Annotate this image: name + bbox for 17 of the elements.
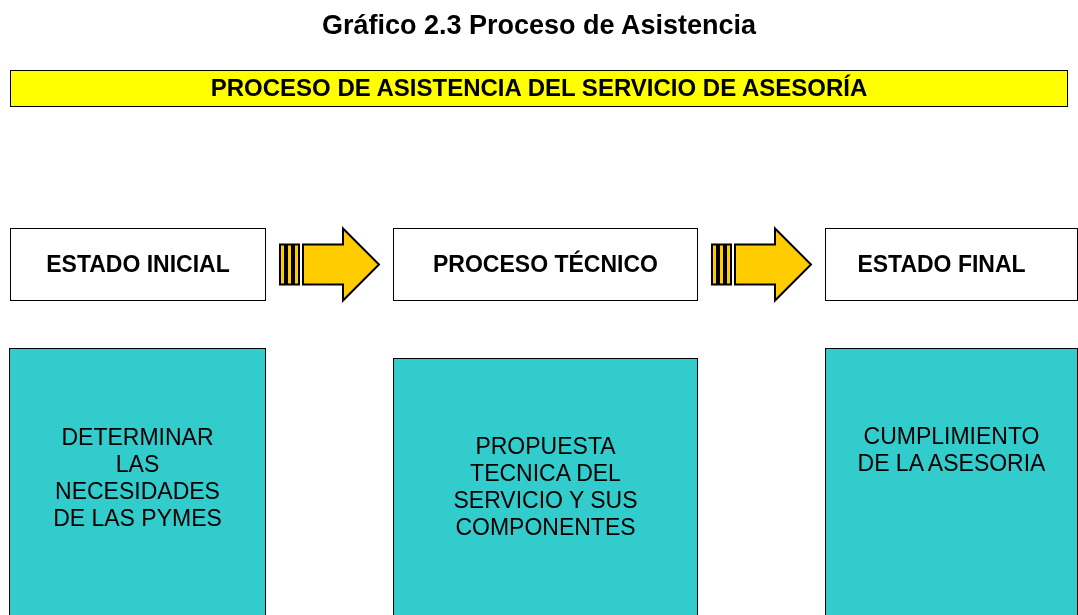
stage-box [10,228,266,301]
description-box [825,348,1078,615]
node-text: CUMPLIMIENTO DE LA ASESORIA [856,423,1047,477]
node-text: PROPUESTA TECNICA DEL SERVICIO Y SUS COMPONENTES [452,433,639,541]
node-text: DETERMINAR LAS NECESIDADES DE LAS PYMES [52,424,223,532]
diagram-title: Gráfico 2.3 Proceso de Asistencia [320,10,758,41]
node-text: ESTADO FINAL [857,251,1026,278]
stage-box [393,228,698,301]
stage-box [825,228,1078,301]
block-arrow [711,226,813,303]
node-text: ESTADO INICIAL [46,251,230,278]
description-box [9,348,266,615]
block-arrow [279,226,381,303]
node-text: PROCESO TÉCNICO [433,251,658,278]
node-text: PROCESO DE ASISTENCIA DEL SERVICIO DE ASESORÍA [210,74,868,103]
description-box [393,358,698,615]
title-banner [10,70,1068,107]
